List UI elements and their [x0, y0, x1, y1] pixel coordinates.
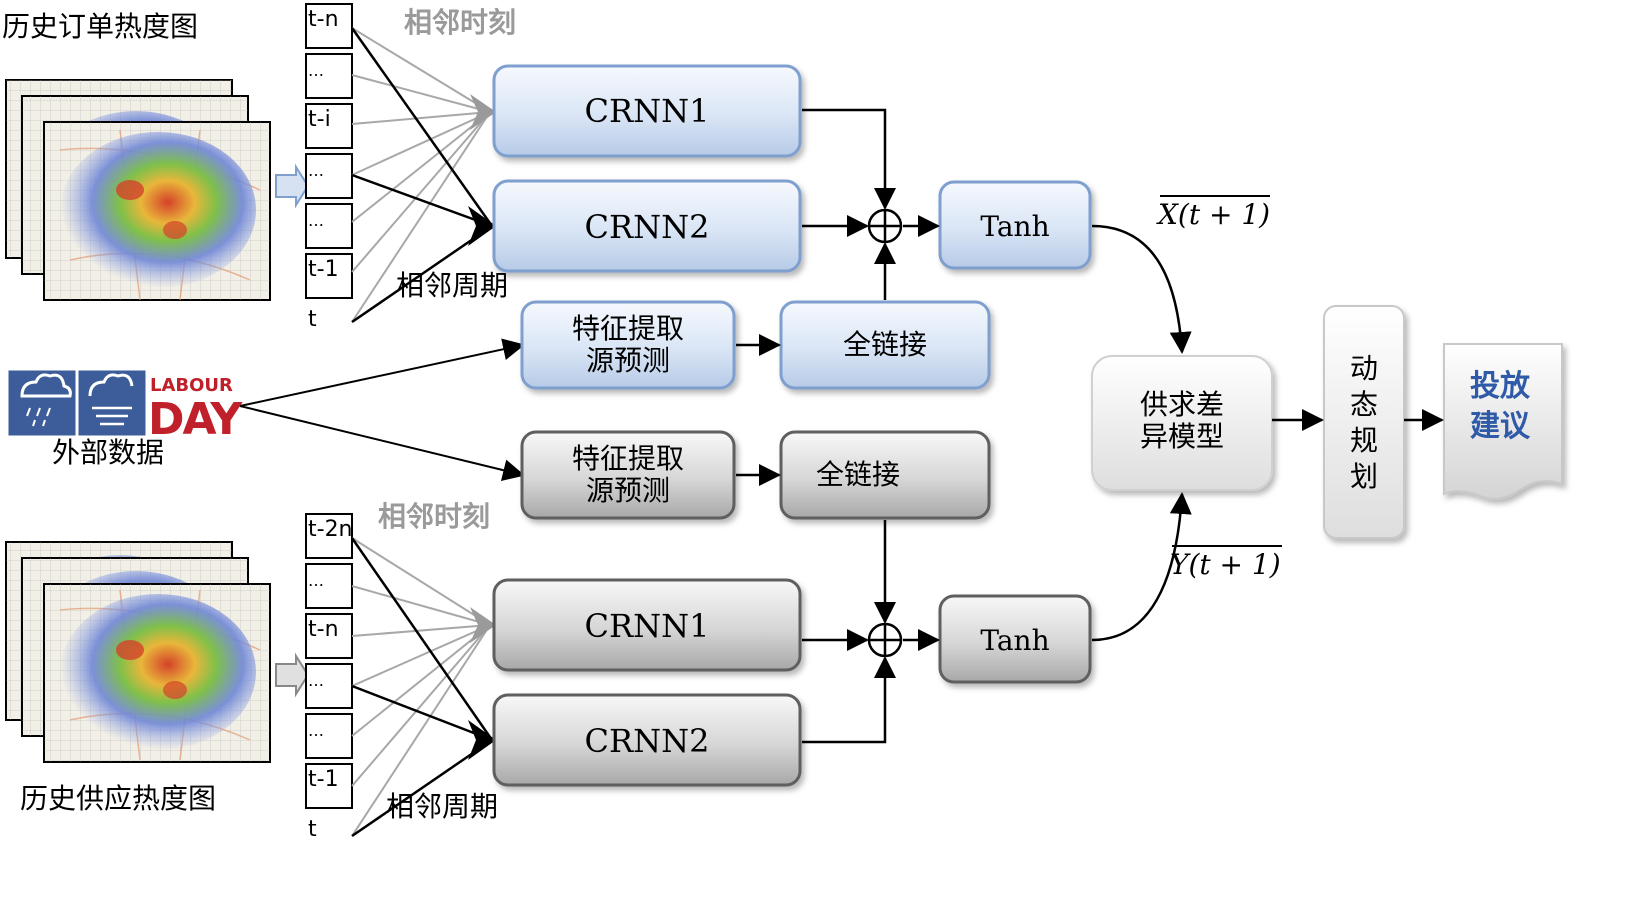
- fc-bottom-label: 全链接: [816, 458, 900, 491]
- feature-top-label-line1: 特征提取: [572, 312, 684, 345]
- sequence-label: …: [308, 721, 324, 740]
- tanh-top-block[interactable]: [938, 180, 1092, 270]
- sequence-top-column: t-n … t-i … … t-1 t: [305, 3, 353, 332]
- adjacent-time-top-label: 相邻时刻: [404, 6, 516, 39]
- sequence-label: t-i: [308, 107, 331, 132]
- labour-day-line2: DAY: [148, 394, 243, 445]
- black-arrowhead-icon: [468, 206, 496, 246]
- adjacent-time-bottom-label: 相邻时刻: [378, 500, 490, 533]
- sequence-cell: [305, 713, 353, 759]
- dynamic-programming-char: 规: [1350, 424, 1378, 457]
- external-to-feature-top-arrow: [239, 338, 525, 407]
- sequence-label: …: [308, 671, 324, 690]
- fan-lines-top-crnn2: [350, 27, 494, 324]
- crnn1-bottom-block[interactable]: [492, 578, 802, 672]
- crnn1-top-label: CRNN1: [585, 92, 710, 130]
- sequence-label: t-n: [308, 617, 339, 642]
- x-hat-label: X(t + 1): [1156, 198, 1270, 231]
- fan-lines-top-crnn1: [351, 27, 491, 323]
- labour-day-icon: [146, 370, 236, 436]
- external-data-icons: LABOUR DAY: [7, 369, 245, 445]
- sequence-bottom-column: t-2n … t-n … … t-1 t: [305, 513, 353, 842]
- crnn2-top-block[interactable]: [492, 179, 802, 273]
- sequence-cell: [305, 613, 353, 659]
- adjacent-period-bottom-label: 相邻周期: [386, 790, 498, 823]
- dynamic-programming-char: 划: [1350, 460, 1378, 493]
- dynamic-programming-block[interactable]: [1323, 305, 1405, 539]
- fc-top-block[interactable]: [779, 300, 991, 390]
- sequence-label: …: [308, 61, 324, 80]
- sequence-label: t-1: [308, 767, 339, 792]
- supply-demand-label-line2: 异模型: [1140, 420, 1224, 453]
- heatmap-layer: [43, 583, 271, 763]
- black-arrowhead-icon: [468, 720, 496, 760]
- sum-node-bottom: [867, 622, 903, 658]
- sequence-label: …: [308, 161, 324, 180]
- sum-node-top: [867, 208, 903, 244]
- feature-top-block[interactable]: [520, 300, 736, 390]
- sequence-cell: [305, 253, 353, 299]
- gray-arrowhead-icon: [470, 94, 496, 130]
- crnn1-top-block[interactable]: [492, 64, 802, 158]
- order-heatmap-stack: [5, 79, 271, 301]
- sequence-cell: [305, 103, 353, 149]
- recommendation-label-line1: 投放: [1470, 369, 1531, 404]
- fc-bottom-block[interactable]: [779, 430, 991, 520]
- sequence-cell: [305, 203, 353, 249]
- crnn2-top-label: CRNN2: [585, 208, 710, 246]
- gray-arrowhead-icon: [470, 607, 496, 643]
- supply-demand-label-line1: 供求差: [1140, 388, 1224, 421]
- labour-day-line1: LABOUR: [150, 375, 233, 396]
- feature-bottom-label-line2: 源预测: [586, 474, 670, 507]
- input-arrow-icon: [275, 163, 310, 209]
- y-hat-output: Y(t + 1): [1170, 545, 1282, 581]
- rain-icon: [7, 369, 77, 437]
- recommendation-label-line2: 建议: [1470, 409, 1531, 444]
- sequence-cell: [305, 563, 353, 609]
- feature-bottom-block[interactable]: [520, 430, 736, 520]
- tanh-bottom-block[interactable]: [938, 594, 1092, 684]
- recommendation-doc-icon[interactable]: [1443, 343, 1563, 500]
- fan-lines-bottom-crnn2: [350, 537, 494, 838]
- tanh-top-label: Tanh: [980, 210, 1049, 243]
- external-to-feature-bottom-arrow: [239, 405, 525, 481]
- sequence-cell: [305, 3, 353, 49]
- sequence-label: …: [308, 571, 324, 590]
- y-hat-label: Y(t + 1): [1170, 548, 1281, 581]
- supply-demand-block[interactable]: [1091, 355, 1273, 491]
- sequence-cell: [305, 513, 353, 559]
- sequence-cell: [305, 763, 353, 809]
- sequence-label: t: [308, 817, 317, 842]
- sequence-label: t-n: [308, 7, 339, 32]
- dynamic-programming-char: 态: [1350, 388, 1378, 421]
- input-arrow-icon: [275, 652, 310, 698]
- sequence-label: t-2n: [308, 517, 353, 542]
- crnn2-bottom-block[interactable]: [492, 693, 802, 787]
- sequence-cell: [305, 663, 353, 709]
- crnn1-bottom-label: CRNN1: [585, 607, 710, 645]
- supply-heatmap-stack: [5, 541, 271, 763]
- supply-heatmap-label: 历史供应热度图: [20, 782, 216, 815]
- adjacent-period-top-label: 相邻周期: [396, 269, 508, 302]
- crnn2-bottom-label: CRNN2: [585, 722, 710, 760]
- sequence-label: t-1: [308, 257, 339, 282]
- fan-lines-bottom-crnn1: [351, 537, 491, 837]
- tanh-bottom-label: Tanh: [980, 624, 1049, 657]
- feature-bottom-label-line1: 特征提取: [572, 442, 684, 475]
- external-data-label: 外部数据: [52, 436, 164, 469]
- sequence-cell: [305, 53, 353, 99]
- dynamic-programming-char: 动: [1350, 352, 1378, 385]
- connectors: [736, 108, 1444, 744]
- wind-icon: [77, 369, 147, 437]
- sequence-label: t: [308, 307, 317, 332]
- feature-top-label-line2: 源预测: [586, 344, 670, 377]
- order-heatmap-label: 历史订单热度图: [2, 10, 198, 43]
- sequence-label: …: [308, 211, 324, 230]
- heatmap-layer: [43, 121, 271, 301]
- fc-top-label: 全链接: [843, 328, 927, 361]
- x-hat-output: X(t + 1): [1156, 195, 1270, 231]
